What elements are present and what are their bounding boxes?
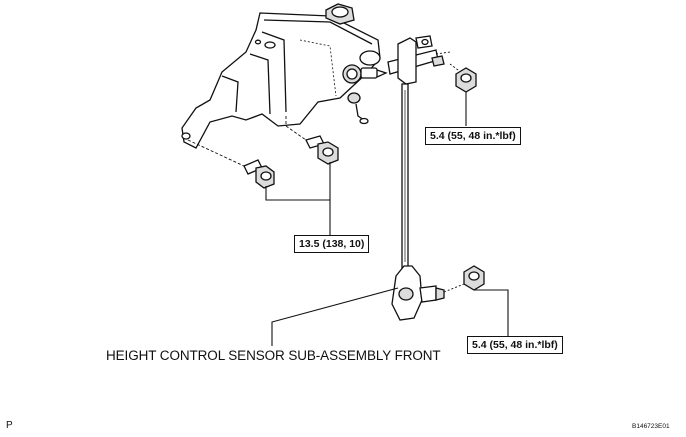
link-rod bbox=[391, 83, 465, 321]
bolt-right bbox=[305, 135, 339, 165]
corner-letter: P bbox=[6, 420, 13, 431]
nut-upper bbox=[449, 63, 477, 93]
torque-callout-upper: 5.4 (55, 48 in.*lbf) bbox=[425, 127, 521, 145]
nut-lower bbox=[463, 265, 485, 291]
bolt-left bbox=[243, 159, 275, 189]
alignment-lines bbox=[187, 116, 307, 167]
leader-lines bbox=[265, 92, 509, 346]
torque-callout-lower: 5.4 (55, 48 in.*lbf) bbox=[467, 336, 563, 354]
torque-callout-bracket-bolts: 13.5 (138, 10) bbox=[294, 235, 370, 253]
sensor-arm bbox=[387, 35, 451, 85]
figure-code: B146723E01 bbox=[632, 423, 670, 430]
sensor-body bbox=[342, 50, 388, 125]
part-name-label: HEIGHT CONTROL SENSOR SUB-ASSEMBLY FRONT bbox=[106, 348, 441, 363]
